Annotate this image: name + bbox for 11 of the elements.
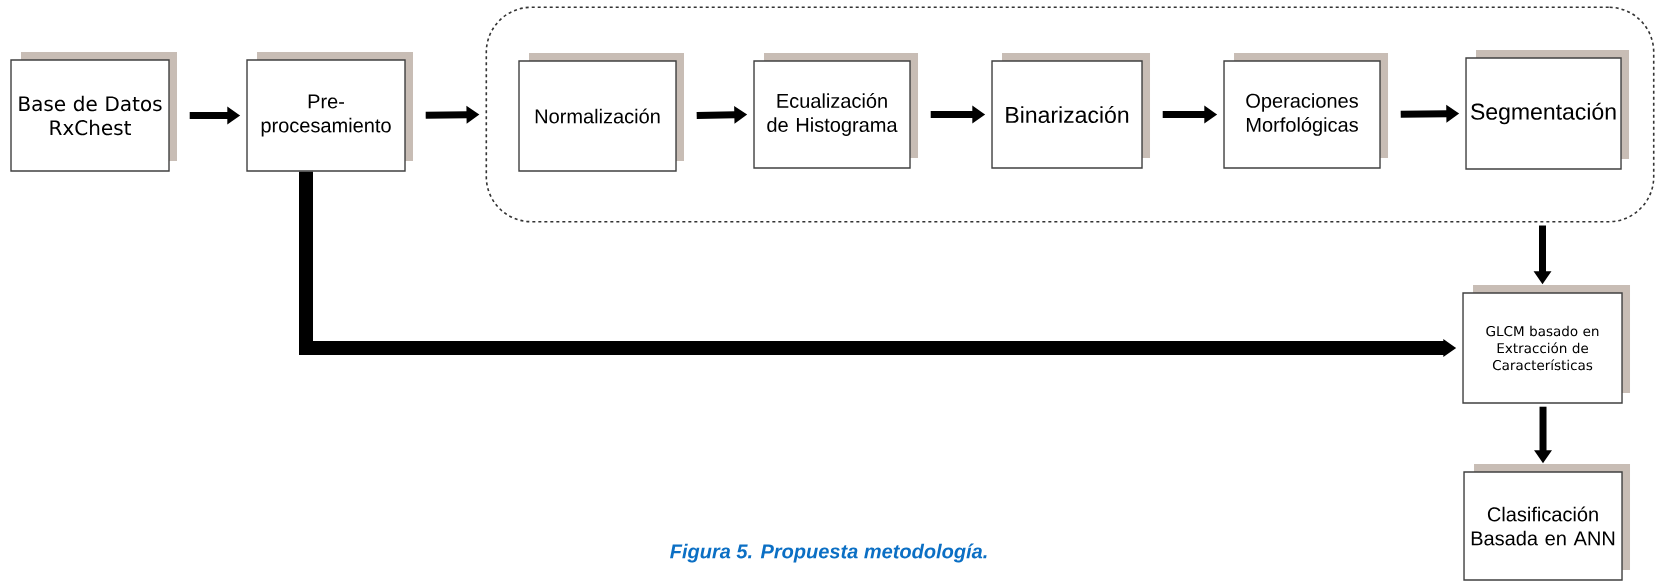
process-box: Clasificación Basada en ANN bbox=[1463, 464, 1630, 581]
process-box: Segmentación bbox=[1465, 50, 1629, 170]
process-box: Ecualización de Histograma bbox=[753, 53, 918, 169]
process-box: Pre-procesamiento bbox=[246, 52, 413, 172]
process-box: GLCM basado en Extracción de Características bbox=[1462, 285, 1630, 404]
process-box: Base de Datos RxChest bbox=[10, 52, 177, 172]
process-box: Normalización bbox=[518, 53, 684, 172]
process-box: Operaciones Morfológicas bbox=[1223, 53, 1388, 169]
caption: Figura 5. Propuesta metodología. bbox=[670, 543, 987, 563]
process-box: Binarización bbox=[991, 53, 1150, 169]
group-frame bbox=[485, 6, 1655, 223]
